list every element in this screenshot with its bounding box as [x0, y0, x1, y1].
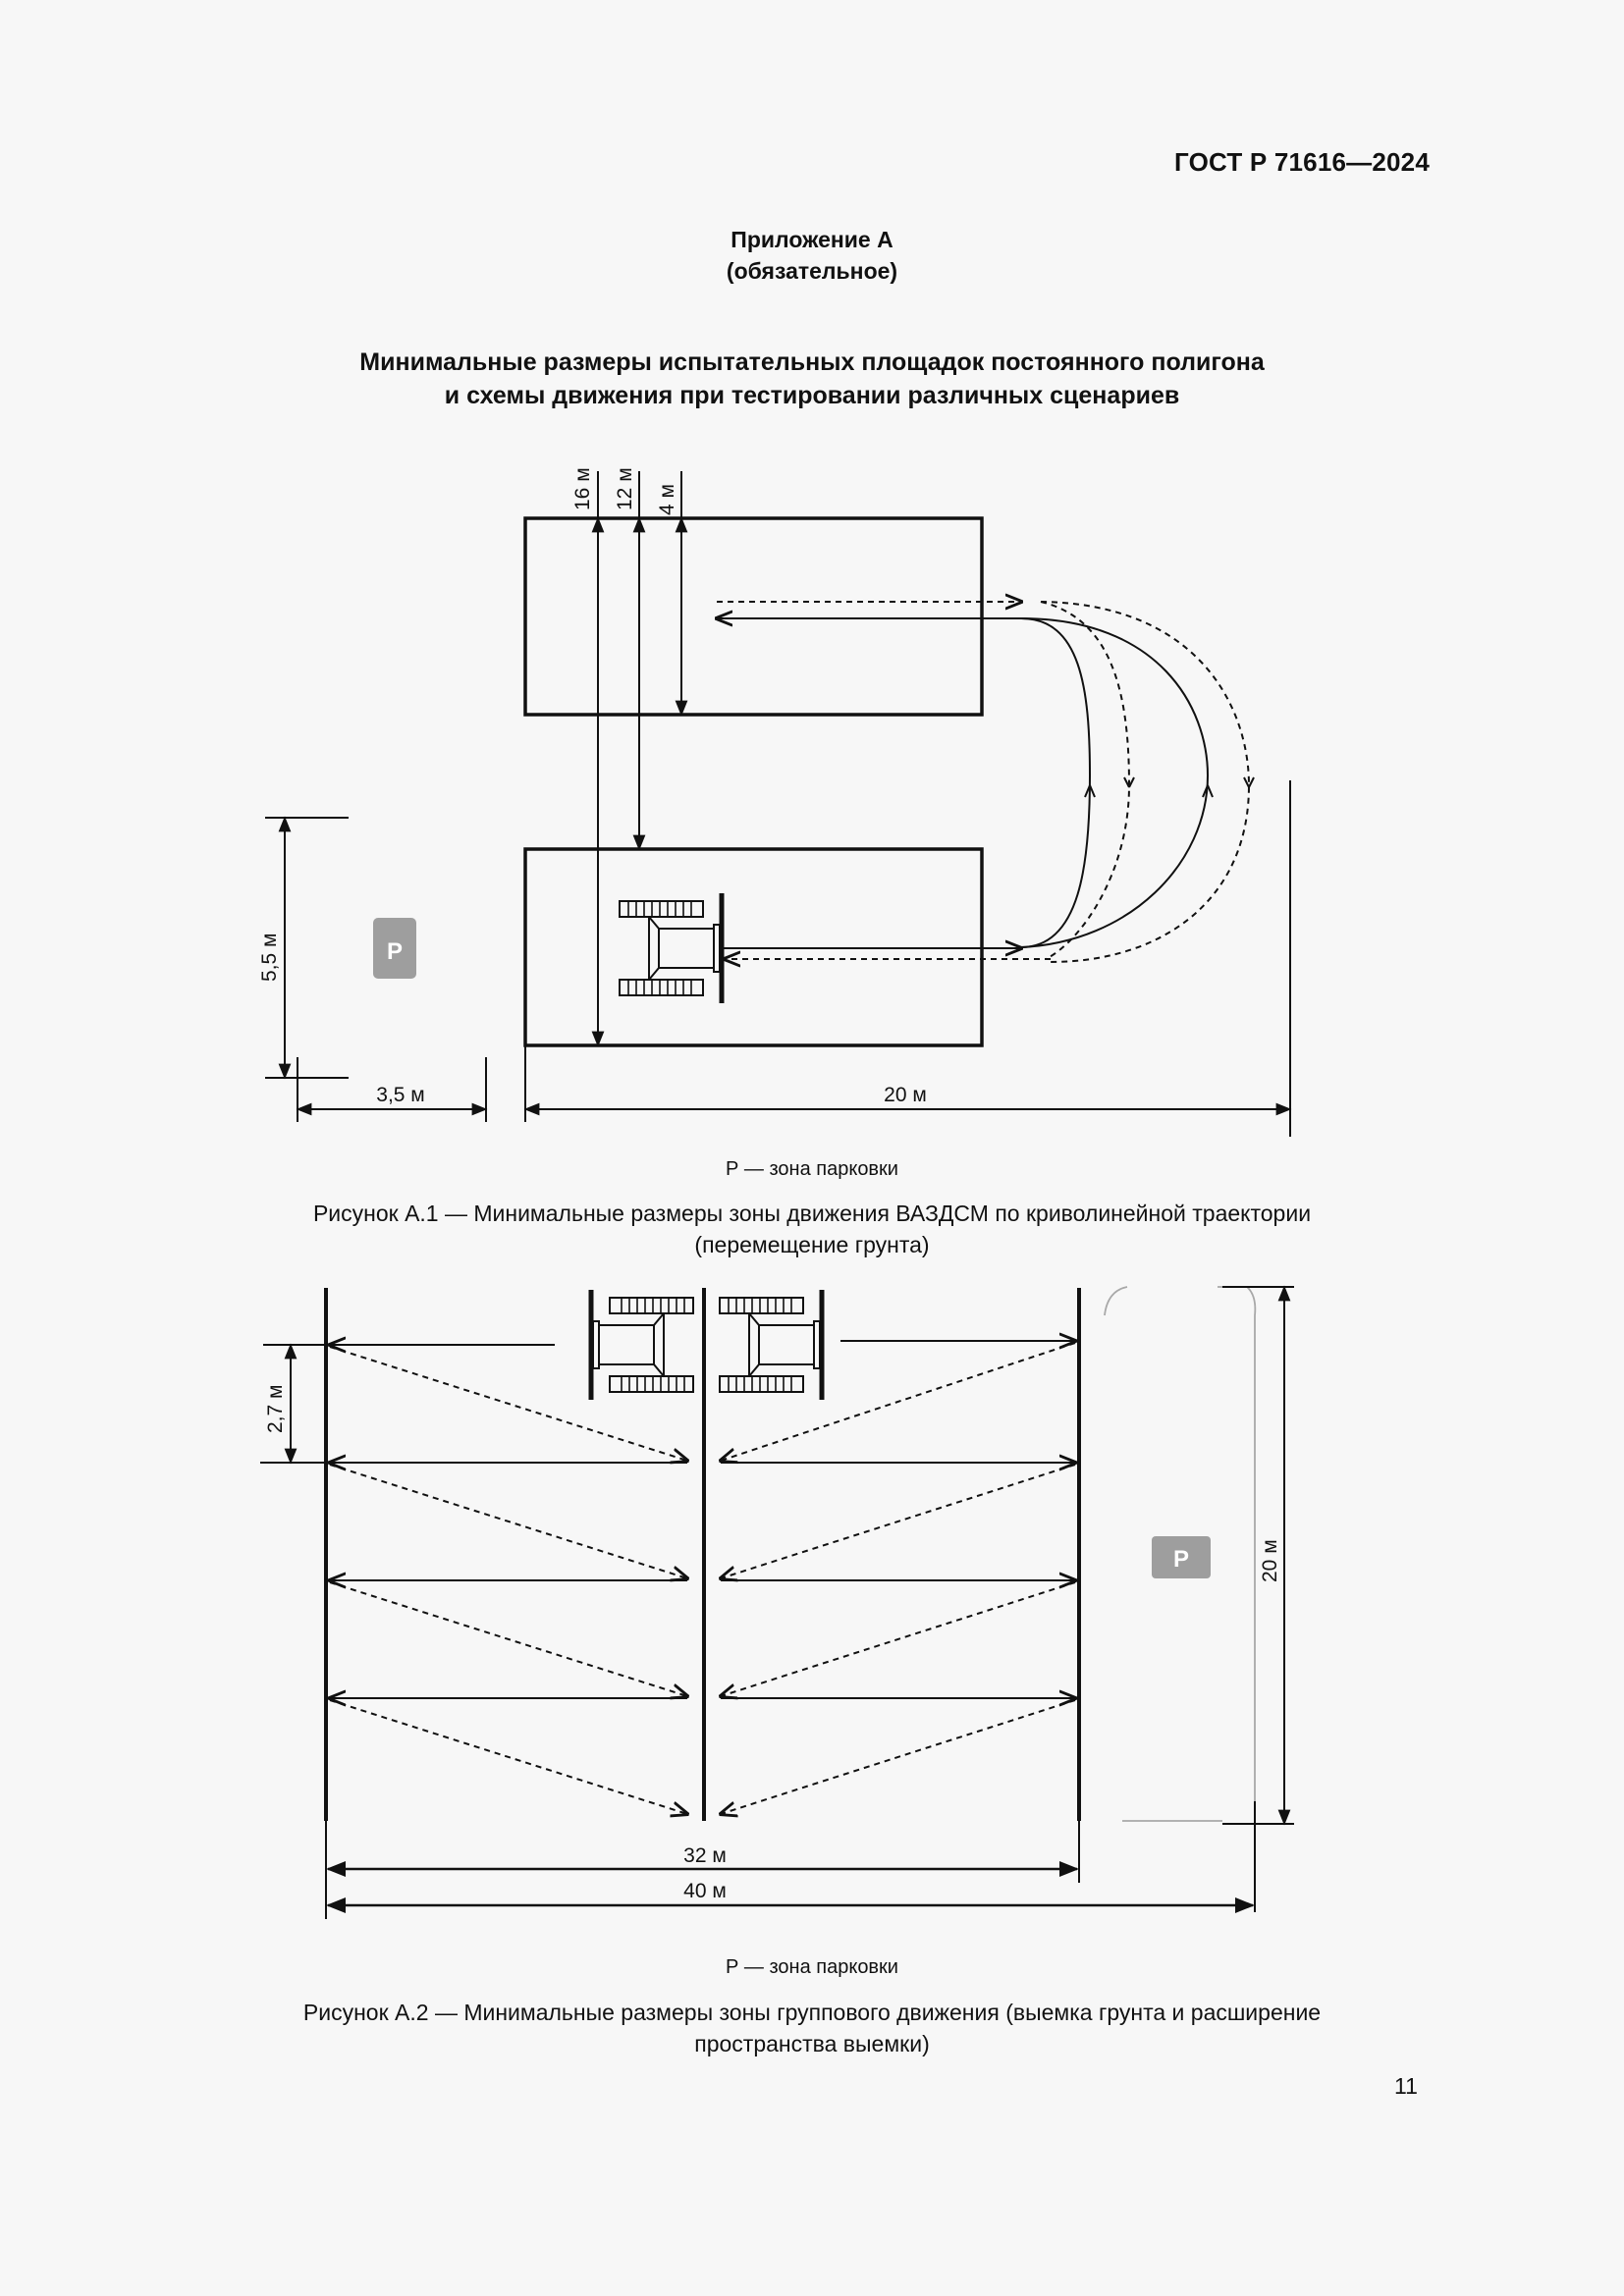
figure-a1-legend: Р — зона парковки: [726, 1158, 898, 1180]
dim-parking-width-label: 3,5 м: [376, 1084, 424, 1106]
figure-a1-caption-line2: (перемещение грунта): [694, 1232, 930, 1257]
dim-12m-label: 12 м: [614, 467, 636, 510]
parking-badge-2: [1152, 1536, 1211, 1578]
figure-a2-caption-line2: пространства выемки): [694, 2031, 930, 2056]
figure-a1-caption: Рисунок А.1 — Минимальные размеры зоны д…: [0, 1198, 1624, 1260]
figure-a2-caption: Рисунок А.2 — Минимальные размеры зоны г…: [0, 1997, 1624, 2059]
dim-lane-spacing-label: 2,7 м: [264, 1385, 287, 1433]
dim-parking-length-label: 20 м: [1259, 1539, 1281, 1582]
parking-badge-2-label: P: [1173, 1546, 1189, 1573]
appendix-heading: Приложение А (обязательное): [0, 224, 1624, 287]
page-number: 11: [1394, 2073, 1418, 2099]
parking-badge-label: P: [387, 938, 403, 965]
dim-parking-height-label: 5,5 м: [258, 934, 281, 982]
appendix-status: (обязательное): [726, 258, 898, 284]
dim-4m-label: 4 м: [656, 484, 678, 515]
appendix-title: Приложение А: [731, 227, 893, 252]
figure-a1-drawing: P 16 м 12 м 4 м 5,5 м 3,5 м 20 м: [258, 467, 1292, 1137]
dim-inner-width-label: 32 м: [683, 1844, 727, 1867]
standard-code: ГОСТ Р 71616—2024: [1174, 147, 1430, 177]
figure-a1-caption-line1: Рисунок А.1 — Минимальные размеры зоны д…: [312, 1201, 1312, 1226]
dim-length-label: 20 м: [884, 1084, 927, 1106]
figure-a2-caption-line1: Рисунок А.2 — Минимальные размеры зоны г…: [302, 2000, 1322, 2025]
figure-a2-legend: Р — зона парковки: [726, 1956, 898, 1978]
page-title: Минимальные размеры испытательных площад…: [0, 346, 1624, 412]
page-title-line2: и схемы движения при тестировании различ…: [444, 382, 1180, 409]
figure-a2-drawing: 2,7 м P 20 м 32 м 40 м: [260, 1285, 1294, 1919]
dim-16m-label: 16 м: [571, 467, 594, 510]
dim-total-width-label: 40 м: [683, 1880, 727, 1902]
page-title-line1: Минимальные размеры испытательных площад…: [359, 348, 1265, 376]
parking-badge: [373, 918, 416, 979]
